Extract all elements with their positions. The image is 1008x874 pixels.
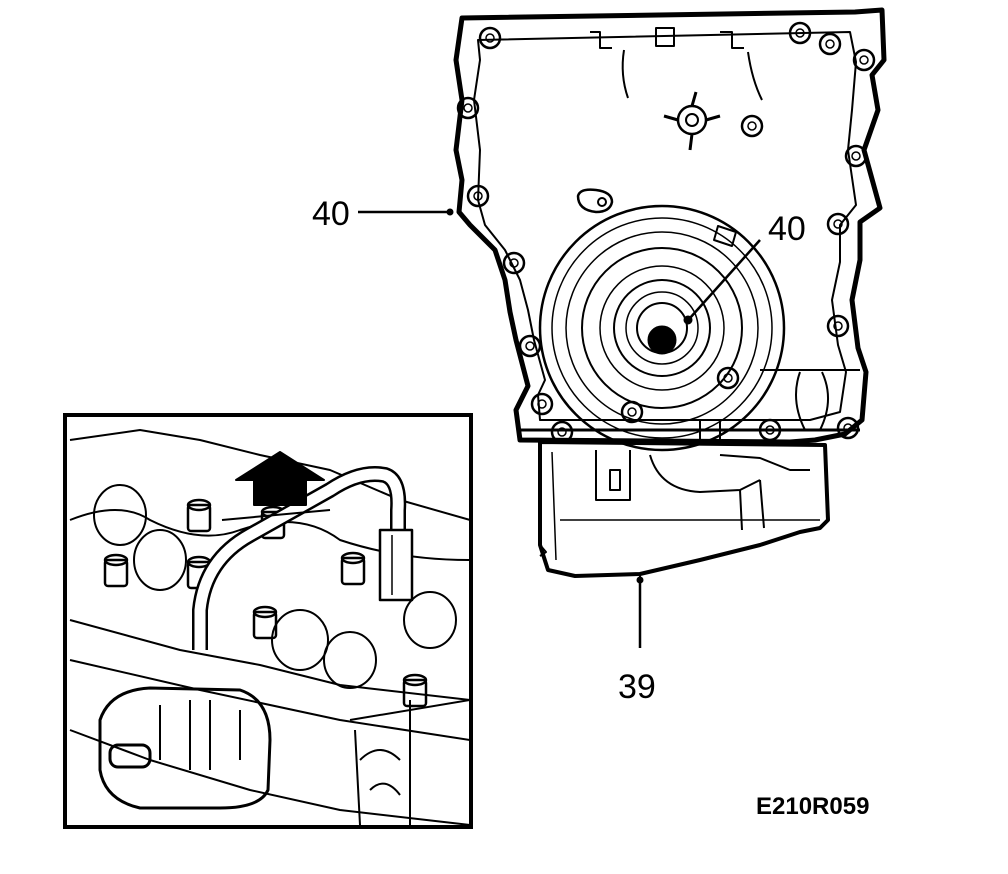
bolt-hole <box>456 96 480 120</box>
bolt-hole <box>518 334 542 358</box>
bolt-hole-center <box>627 407 637 417</box>
callout-oil-pan: 39 <box>618 668 656 706</box>
bolt-hole-center <box>723 373 733 383</box>
bolt-hole-center <box>795 28 805 38</box>
bolt-hole-center <box>473 191 483 201</box>
bolt-hole-center <box>843 423 853 433</box>
bolt-hole <box>758 418 782 442</box>
bolt-hole-center <box>557 427 567 437</box>
bolt-hole <box>826 212 850 236</box>
oil-pan <box>538 440 830 580</box>
bolt-hole-center <box>833 321 843 331</box>
bolt-hole-center <box>765 425 775 435</box>
figure-code: E210R059 <box>756 793 869 820</box>
bolt-hole <box>620 400 644 424</box>
bolt-hole-center <box>463 103 473 113</box>
bolt-hole <box>836 416 860 440</box>
bolt-hole <box>818 32 842 56</box>
callout-cover-outer: 40 <box>312 195 350 233</box>
bolt-hole <box>844 144 868 168</box>
bolt-hole <box>788 21 812 45</box>
bolt-hole <box>852 48 876 72</box>
bolt-hole <box>716 366 740 390</box>
inset-detail-panel <box>63 413 473 829</box>
bolt-hole-center <box>485 33 495 43</box>
cover-bolt-holes <box>456 21 876 444</box>
bolt-hole-center <box>851 151 861 161</box>
bolt-hole-center <box>525 341 535 351</box>
bolt-hole <box>478 26 502 50</box>
bolt-hole-center <box>537 399 547 409</box>
timing-cover <box>453 7 887 452</box>
bolt-hole <box>466 184 490 208</box>
bolt-hole-center <box>825 39 835 49</box>
bolt-hole-center <box>833 219 843 229</box>
bolt-hole <box>502 251 526 275</box>
bolt-hole-center <box>509 258 519 268</box>
bolt-hole-center <box>859 55 869 65</box>
bolt-hole <box>826 314 850 338</box>
callout-cover-inner: 40 <box>768 210 806 248</box>
bolt-hole <box>530 392 554 416</box>
